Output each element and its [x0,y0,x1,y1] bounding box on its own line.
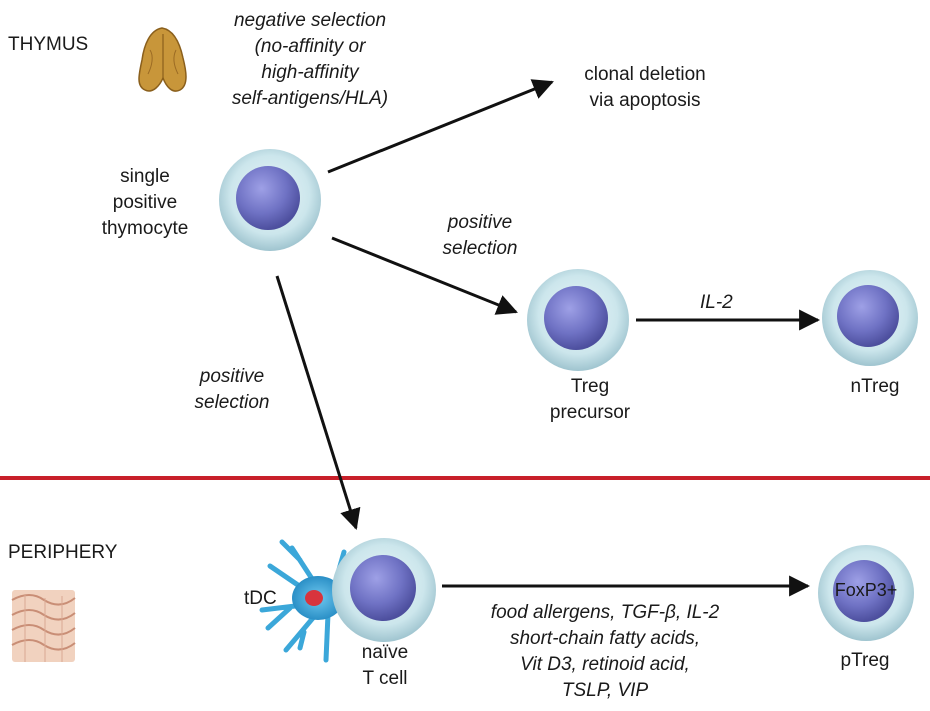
positive-selection-lower-label: positive selection [172,364,292,416]
naive-tcell-label: naïve T cell [340,640,430,692]
arrow-to-naive-tcell [275,275,361,531]
arrow-to-treg-precursor [331,236,518,315]
periphery-factors-label: food allergens, TGF-β, IL-2 short-chain … [455,600,755,704]
annotation-line: (no-affinity or [254,36,366,57]
annotation-line: Vit D3, retinoid acid, [520,654,690,675]
label-line: precursor [549,402,631,423]
thymocyte-label: single positive thymocyte [90,164,200,242]
label-line: positive [112,192,178,213]
annotation-line: positive [447,212,513,233]
thymus-organ-icon [138,27,187,92]
label-line: Treg [570,376,610,397]
label-line: single [120,166,170,187]
label-line: naïve [361,642,409,663]
ptreg-label: pTreg [840,650,890,671]
il2-label: IL-2 [700,292,733,313]
treg-precursor-label: Treg precursor [530,374,650,426]
annotation-line: clonal deletion [584,64,706,85]
clonal-deletion-label: clonal deletion via apoptosis [555,62,735,114]
annotation-line: selection [442,238,518,259]
naive-tcell-cell [332,538,436,642]
annotation-line: TSLP, VIP [561,680,649,701]
label-line: thymocyte [101,218,189,239]
annotation-line: selection [194,392,270,413]
negative-selection-annotation: negative selection (no-affinity or high-… [190,8,430,112]
treg-precursor-cell [527,269,629,371]
positive-selection-upper-label: positive selection [420,210,540,262]
ptreg-cell [818,545,914,641]
annotation-line: positive [199,366,265,387]
annotation-line: short-chain fatty acids, [509,628,701,649]
annotation-line: self-antigens/HLA) [231,88,389,109]
annotation-line: food allergens, TGF-β, IL-2 [490,602,720,623]
label-line: T cell [362,668,408,689]
annotation-line: via apoptosis [589,90,701,111]
annotation-line: high-affinity [261,62,359,83]
foxp3-marker-label: FoxP3+ [834,580,898,600]
tissue-icon [11,590,76,662]
thymus-label: THYMUS [8,34,89,55]
periphery-label: PERIPHERY [8,542,118,563]
ntreg-cell [822,270,918,366]
thymocyte-cell [219,149,321,251]
ntreg-label: nTreg [850,376,900,397]
tdc-label: tDC [244,588,277,609]
dendritic-cell [259,539,347,663]
arrow-to-clonal-deletion [327,79,554,174]
annotation-line: negative selection [233,10,387,31]
